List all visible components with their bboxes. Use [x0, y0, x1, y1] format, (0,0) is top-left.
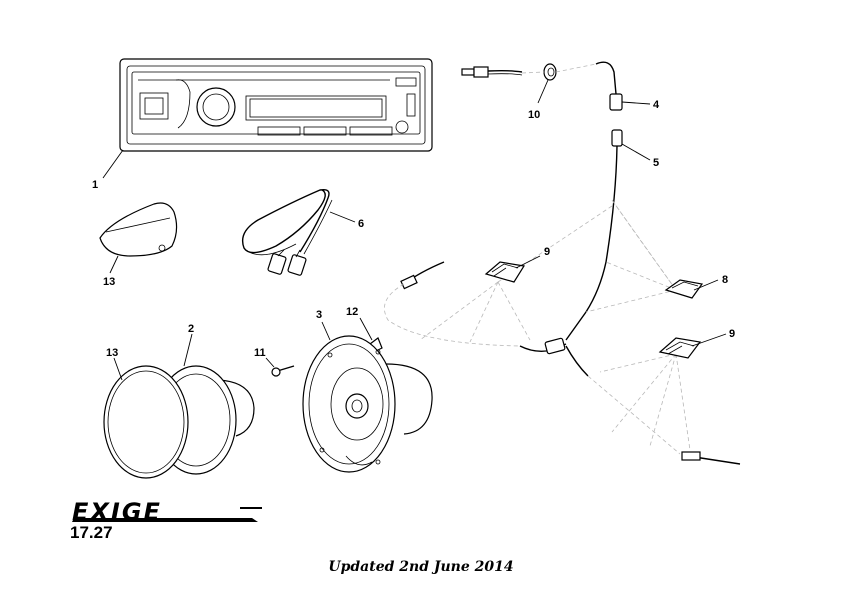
cable-clip-icon — [664, 279, 704, 299]
leader-line-8 — [693, 279, 719, 291]
speaker-icon — [302, 335, 433, 473]
callout-11: 11 — [254, 347, 266, 359]
leader-line-4 — [621, 101, 651, 105]
aerial-lead-cable-icon — [565, 61, 623, 341]
leader-line-7 — [109, 255, 119, 274]
leader-line-12 — [359, 317, 373, 341]
screw-icon — [271, 365, 295, 377]
callout-5: 5 — [653, 157, 659, 169]
callout-8: 8 — [722, 274, 728, 286]
leader-line-11 — [265, 357, 275, 368]
grommet-icon — [543, 63, 557, 81]
callout-10: 10 — [528, 109, 540, 121]
leader-line-6 — [329, 211, 356, 223]
updated-note: Updated 2nd June 2014 — [328, 559, 514, 575]
leader-line-9a — [515, 255, 541, 269]
callout-7: 13 — [103, 276, 115, 288]
leader-line-2 — [183, 333, 193, 367]
aerial-plug-icon — [461, 66, 523, 78]
cable-clip-icon — [484, 261, 525, 283]
callout-2: 2 — [188, 323, 194, 335]
callout-9-lower: 9 — [729, 328, 735, 340]
ghost-line — [521, 71, 545, 74]
leader-line-13 — [113, 357, 123, 381]
leader-line-9b — [691, 333, 727, 347]
ghost-line — [555, 63, 597, 73]
callout-4: 4 — [653, 99, 660, 111]
splitter-junction-icon — [400, 261, 741, 465]
callout-1: 1 — [92, 179, 98, 191]
callout-3: 3 — [316, 309, 322, 321]
leader-line-3 — [321, 321, 331, 341]
callout-9-upper: 9 — [544, 246, 550, 258]
wiring-loom-cable-icon — [241, 188, 333, 276]
speaker-grille-icon — [103, 365, 189, 479]
leader-line-10 — [537, 79, 549, 104]
cable-clip-icon — [658, 337, 702, 359]
head-unit-radio-icon — [119, 58, 433, 152]
callout-12: 12 — [346, 306, 358, 318]
routing-guide-lines — [384, 199, 691, 455]
callout-13: 13 — [106, 347, 118, 359]
exige-logo: EXIGE — [72, 498, 262, 526]
page-number: 17.27 — [70, 523, 113, 542]
callout-6: 6 — [358, 218, 364, 230]
leader-line-5 — [621, 143, 651, 161]
cover-shroud-icon — [99, 202, 178, 257]
leader-line-1 — [102, 149, 124, 179]
